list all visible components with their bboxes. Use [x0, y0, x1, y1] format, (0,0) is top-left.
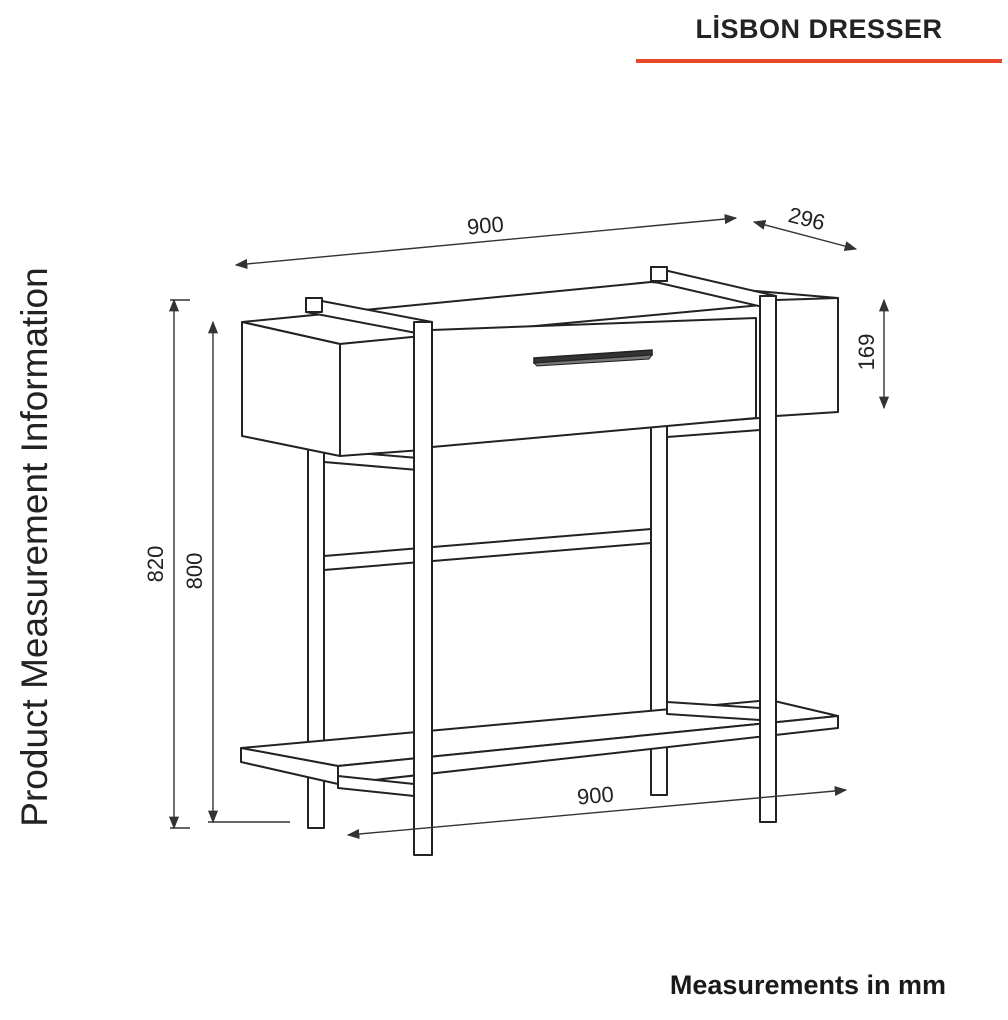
dim-drawer-height-label: 169 — [854, 334, 879, 371]
dim-bottom-width-label: 900 — [576, 781, 615, 809]
front-frame-left — [305, 297, 433, 856]
dim-drawer-height: 169 — [854, 298, 890, 410]
dim-inner-height-label: 800 — [182, 553, 207, 590]
title-underline — [636, 59, 1002, 63]
dim-bottom-width: 900 — [346, 781, 848, 839]
units-note: Measurements in mm — [669, 970, 946, 1000]
dim-top-width: 900 — [234, 211, 738, 269]
bottom-shelf — [240, 699, 839, 785]
dim-depth-label: 296 — [786, 202, 828, 235]
dim-total-height: 820 — [143, 298, 190, 830]
product-title: LİSBON DRESSER — [695, 14, 943, 44]
top-carcass — [241, 281, 839, 457]
dim-top-width-label: 900 — [466, 211, 505, 239]
dim-depth: 296 — [752, 202, 858, 251]
dim-inner-height: 800 — [182, 320, 290, 824]
middle-stretcher — [323, 528, 652, 571]
dim-total-height-label: 820 — [143, 546, 168, 583]
